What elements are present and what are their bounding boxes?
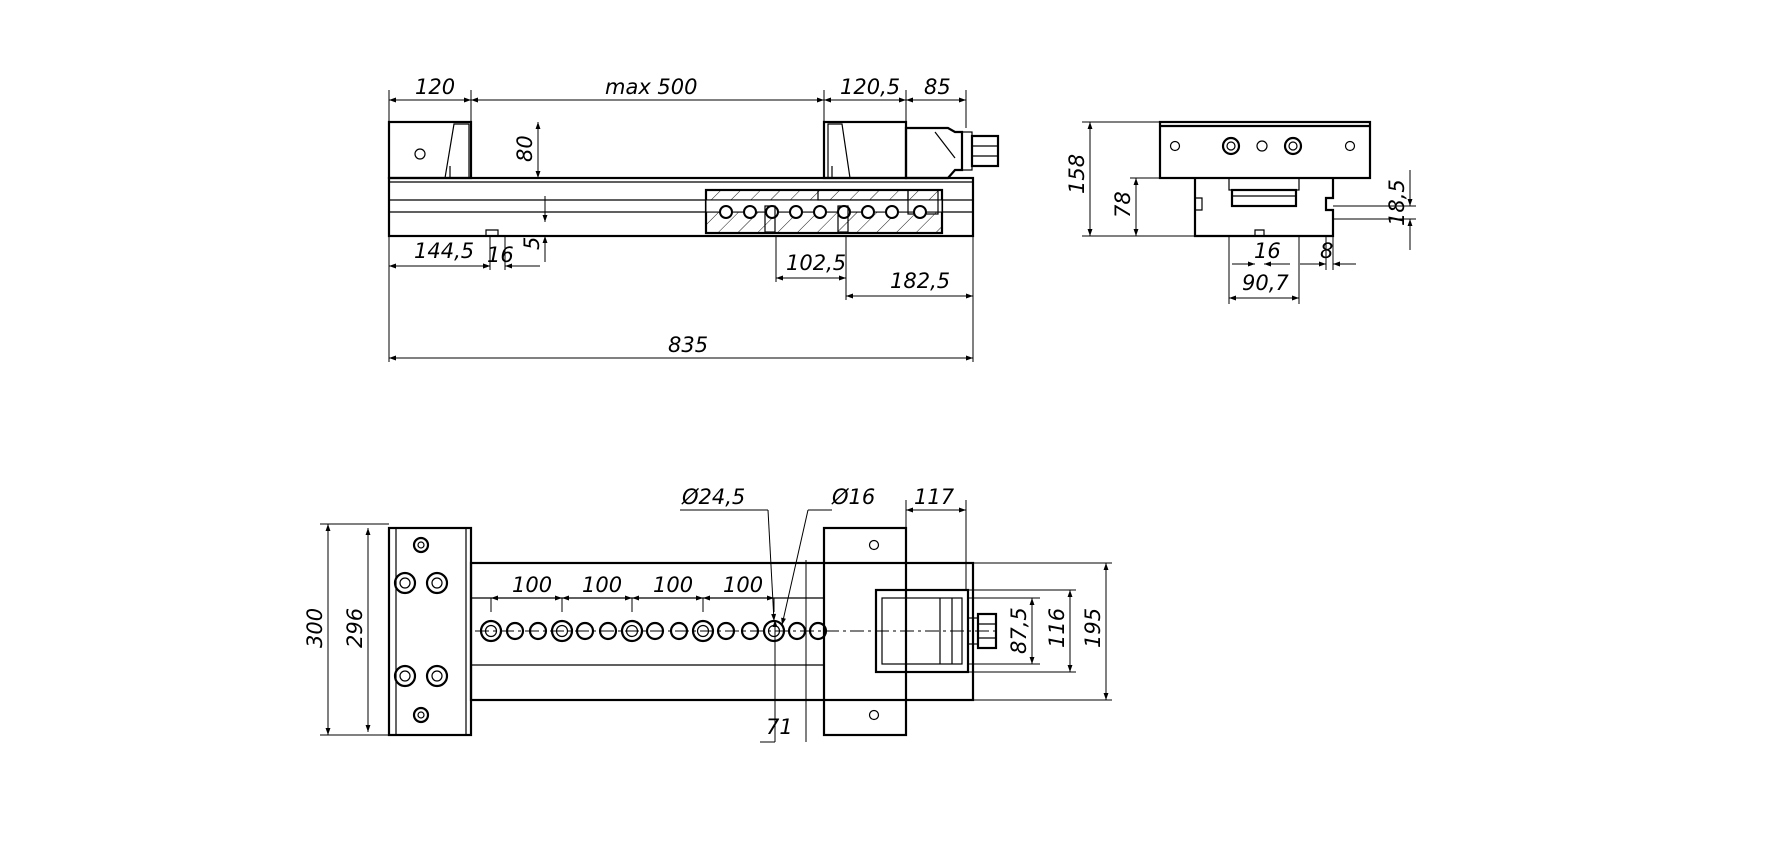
pitch-100-4: 100 (723, 573, 763, 597)
dim-16: 16 (487, 243, 514, 267)
fixed-jaw (387, 120, 473, 180)
dim-182-5: 182,5 (890, 269, 950, 293)
dim-300: 300 (303, 608, 327, 648)
dim-dia-24-5: Ø24,5 (681, 485, 745, 509)
dim-78: 78 (1111, 191, 1135, 218)
pitch-100-1: 100 (512, 573, 552, 597)
dim-5: 5 (520, 237, 544, 250)
section-holes (719, 205, 927, 219)
side-key (1230, 188, 1298, 208)
jaw-pin-icon (414, 148, 426, 160)
dim-195: 195 (1081, 608, 1105, 648)
spindle-nut (970, 134, 1000, 168)
dim-87-5: 87,5 (1007, 607, 1031, 654)
dim-dia-16: Ø16 (831, 485, 875, 509)
dim-835: 835 (668, 333, 708, 357)
dim-18-5: 18,5 (1385, 179, 1409, 226)
pitch-100-3: 100 (653, 573, 693, 597)
dim-158: 158 (1065, 154, 1089, 194)
dim-120: 120 (415, 75, 455, 99)
side-view: 158 78 18,5 16 8 90,7 (1065, 120, 1416, 304)
dim-80: 80 (513, 135, 537, 162)
dim-max-500: max 500 (605, 75, 698, 99)
dim-116: 116 (1045, 608, 1069, 648)
dim-120-5: 120,5 (840, 75, 900, 99)
fixed-jaw-bolts (393, 536, 449, 724)
top-spindle-nut (976, 612, 998, 650)
dim-71: 71 (766, 715, 793, 739)
spindle-housing (904, 126, 964, 180)
dim-117: 117 (914, 485, 955, 509)
pitch-100-2: 100 (582, 573, 622, 597)
side-dim-16: 16 (1254, 239, 1281, 263)
side-dim-8: 8 (1320, 239, 1333, 263)
side-base (1193, 178, 1335, 238)
dim-90-7: 90,7 (1242, 271, 1289, 295)
hole-row (479, 619, 828, 643)
top-fixed-jaw (387, 526, 473, 737)
dim-85: 85 (924, 75, 951, 99)
base-rail (387, 176, 975, 238)
top-moving-jaw (822, 526, 908, 737)
dim-296: 296 (343, 608, 367, 648)
dim-144-5: 144,5 (414, 239, 474, 263)
dim-102-5: 102,5 (786, 251, 846, 275)
top-view: 100 100 100 100 Ø24,5 Ø16 117 300 296 87… (303, 485, 1112, 743)
front-view: 120 max 500 120,5 85 80 144,5 16 5 102,5… (387, 75, 1000, 362)
moving-jaw (822, 120, 908, 180)
